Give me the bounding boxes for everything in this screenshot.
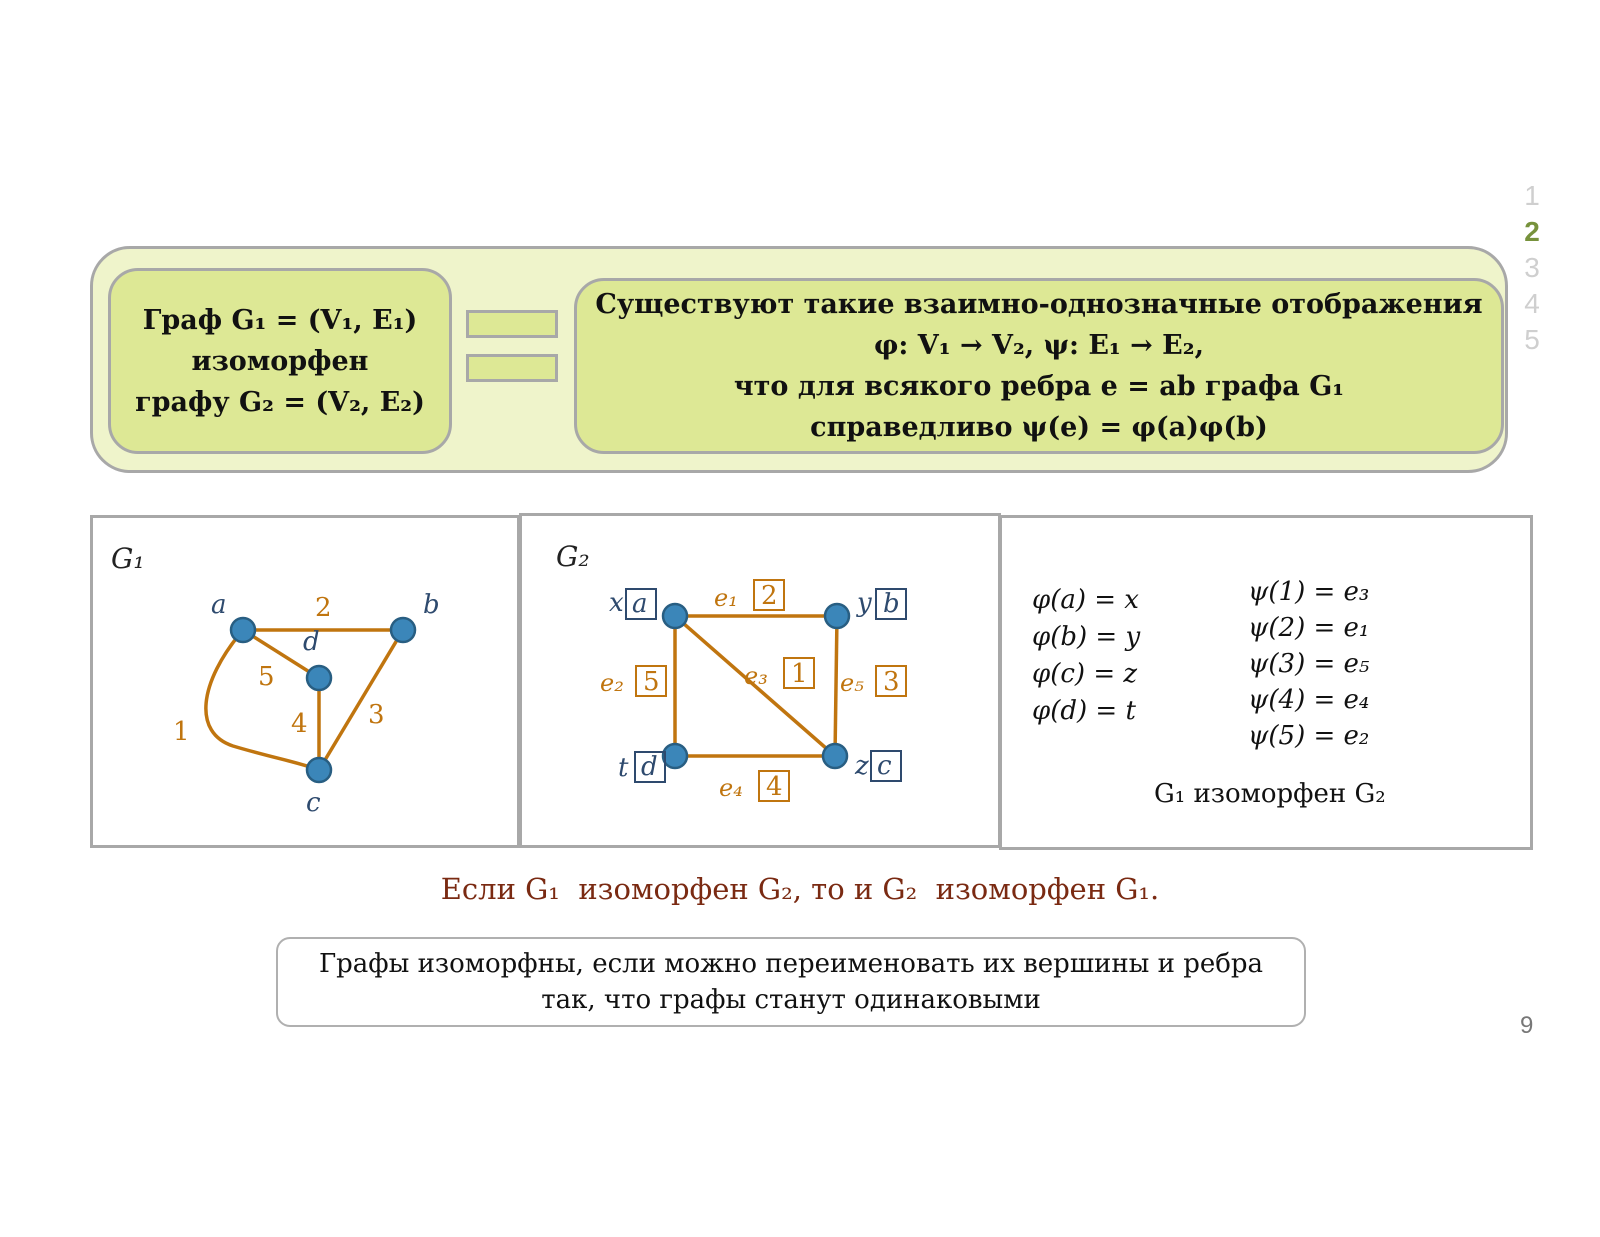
definition-left-pill: Граф G₁ = (V₁, E₁) изоморфен графу G₂ = … (108, 268, 452, 454)
graph1-title: G₁ (111, 542, 145, 575)
graph1-vertex-c (305, 756, 333, 784)
nav-item-4[interactable]: 4 (1524, 288, 1540, 319)
definition-right-line-2: φ: V₁ → V₂, ψ: E₁ → E₂, (874, 330, 1204, 361)
graph2-panel: G₂ x a y b t d z c e₁ 2 e₂ 5 e₃ 1 (519, 513, 1001, 848)
nav-item-1[interactable]: 1 (1524, 180, 1540, 211)
page-number: 9 (1520, 1012, 1534, 1039)
graph2-edge-box-e1 (753, 579, 785, 611)
graph1-edge-label-2: 2 (315, 593, 332, 623)
equals-bar-top (466, 310, 558, 338)
graph1-label-b: b (423, 590, 440, 620)
equals-bar-bottom (466, 354, 558, 382)
graph2-label-z: z (854, 751, 869, 781)
graph2-edge-label-e2: e₂ (600, 669, 624, 697)
phi-mapping-item: φ(b) = y (1032, 622, 1141, 652)
graph1-label-a: a (211, 590, 227, 620)
nav-item-5[interactable]: 5 (1524, 324, 1540, 355)
graph1-canvas: G₁ a b d c 2 5 4 3 1 (111, 542, 440, 818)
graph2-vertex-t (661, 742, 689, 770)
graph1-panel: G₁ a b d c 2 5 4 3 1 (90, 515, 520, 848)
graph1-edge-1 (204, 628, 320, 772)
nav-item-2[interactable]: 2 (1524, 216, 1540, 247)
psi-mapping-item: ψ(5) = e₂ (1248, 721, 1370, 751)
graph1-label-d: d (303, 627, 320, 657)
graph2-title: G₂ (556, 540, 590, 573)
graph2-box-x (625, 588, 657, 620)
definition-left-line-1: Граф G₁ = (V₁, E₁) (142, 304, 418, 336)
graph2-edge-box-e4 (758, 770, 790, 802)
graph2-box-t (634, 751, 666, 783)
phi-mapping-item: φ(a) = x (1032, 585, 1139, 615)
graph2-box-label-y: b (883, 589, 900, 619)
note-line-2: так, что графы станут одинаковыми (541, 985, 1041, 1015)
slide-nav: 1 2 3 4 5 (1512, 178, 1552, 358)
graph1-edge-label-3: 3 (368, 700, 385, 730)
graph2-vertex-y (823, 602, 851, 630)
graph2-vertex-x (661, 602, 689, 630)
graph2-edge-label-e5: e₅ (840, 669, 864, 697)
mapping-panel: φ(a) = x φ(b) = y φ(c) = z φ(d) = t ψ(1)… (999, 515, 1533, 850)
graph2-canvas: G₂ x a y b t d z c e₁ 2 e₂ 5 e₃ 1 (556, 540, 907, 802)
graph2-edge-box-e5 (875, 665, 907, 697)
graph2-label-y: y (856, 588, 872, 618)
graph2-box-label-t: d (641, 752, 658, 782)
definition-left-line-2: изоморфен (191, 345, 369, 377)
definition-right-line-3: что для всякого ребра e = ab графа G₁ (733, 371, 1345, 402)
definition-right-line-4: справедливо ψ(e) = φ(a)φ(b) (810, 412, 1268, 443)
definition-right-pill: Существуют такие взаимно-однозначные ото… (574, 278, 1504, 454)
graph2-box-y (875, 588, 907, 620)
graph2-edge-label-e1: e₁ (714, 584, 738, 612)
graph1-label-c: c (306, 788, 321, 818)
graph2-edge-box-label-e2: 5 (643, 667, 660, 697)
graph2-edge-label-e3: e₃ (744, 662, 768, 690)
psi-mapping-item: ψ(1) = e₃ (1248, 577, 1370, 607)
psi-mapping-item: ψ(3) = e₅ (1248, 649, 1370, 679)
graph1-vertex-d (305, 664, 333, 692)
graph2-edge-box-e2 (635, 665, 667, 697)
graph1-edge-label-5: 5 (258, 662, 275, 692)
graph2-edge-e3 (673, 614, 837, 758)
phi-mapping-item: φ(d) = t (1032, 696, 1136, 726)
graph2-edge-label-e4: e₄ (719, 774, 743, 802)
definition-note-box: Графы изоморфны, если можно переименоват… (276, 937, 1306, 1027)
mapping-conclusion: G₁ изоморфен G₂ (1154, 779, 1386, 809)
psi-mapping-item: ψ(4) = e₄ (1248, 685, 1370, 715)
psi-mapping-item: ψ(2) = e₁ (1248, 613, 1370, 643)
graph2-label-t: t (618, 753, 629, 783)
definition-left-line-3: графу G₂ = (V₂, E₂) (135, 386, 425, 418)
graph2-edge-box-e3 (783, 657, 815, 689)
nav-item-3[interactable]: 3 (1524, 252, 1540, 283)
graph2-vertex-z (821, 742, 849, 770)
graph2-edge-box-label-e4: 4 (766, 772, 783, 802)
graph1-edge-label-1: 1 (173, 717, 190, 747)
definition-right-line-1: Существуют такие взаимно-однозначные ото… (595, 289, 1483, 320)
phi-mapping-list: φ(a) = x φ(b) = y φ(c) = z φ(d) = t (1032, 582, 1140, 730)
graph2-edge-e5 (833, 615, 839, 757)
graph2-box-label-x: a (632, 589, 648, 619)
graph1-vertex-a (229, 616, 257, 644)
symmetry-statement: Если G₁ изоморфен G₂, то и G₂ изоморфен … (440, 872, 1160, 906)
psi-mapping-list: ψ(1) = e₃ ψ(2) = e₁ ψ(3) = e₅ ψ(4) = e₄ … (1248, 574, 1369, 754)
graph2-box-z (870, 750, 902, 782)
graph1-edge-label-4: 4 (291, 709, 308, 739)
graph2-label-x: x (609, 588, 624, 618)
graph1-edge-3 (317, 629, 405, 771)
graph1-edge-5 (242, 628, 320, 680)
graph2-edge-box-label-e5: 3 (883, 667, 900, 697)
graph1-vertex-b (389, 616, 417, 644)
graph2-edge-box-label-e1: 2 (761, 581, 778, 611)
graph2-edge-box-label-e3: 1 (791, 659, 808, 689)
note-line-1: Графы изоморфны, если можно переименоват… (318, 949, 1264, 979)
graph2-box-label-z: c (877, 751, 892, 781)
phi-mapping-item: φ(c) = z (1032, 659, 1138, 689)
